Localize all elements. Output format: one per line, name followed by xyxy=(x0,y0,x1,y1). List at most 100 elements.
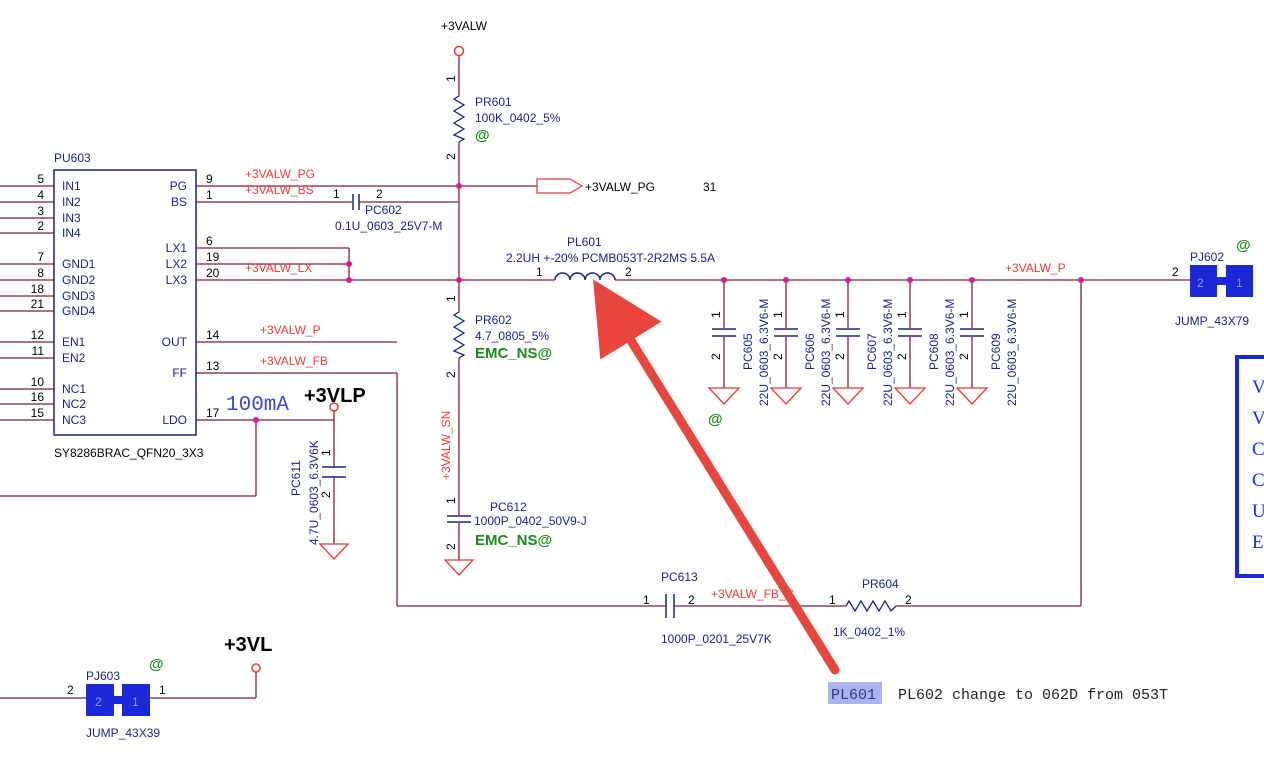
jumper-pj603: 2 1 2 1 PJ603 @ JUMP_43X39 xyxy=(67,656,166,740)
ic-pin-number: 18 xyxy=(31,282,45,296)
box-letter: E xyxy=(1252,532,1264,553)
ic-pin-number: 14 xyxy=(206,328,220,342)
ic-pin-number: 19 xyxy=(206,250,220,264)
ic-pin-number: 5 xyxy=(37,172,44,186)
pc611-ref: PC611 xyxy=(289,460,303,496)
ic-pin-number: 2 xyxy=(37,219,44,233)
pl601-value: 2.2UH +-20% PCMB053T-2R2MS 5.5A xyxy=(506,251,715,265)
ic-pin-number: 11 xyxy=(32,344,45,358)
svg-text:1: 1 xyxy=(132,695,139,709)
net-p-right: +3VALW_P xyxy=(1005,261,1066,275)
ic-pin-name: LX3 xyxy=(166,273,188,287)
ic-pin-name: IN4 xyxy=(62,226,81,240)
svg-text:1: 1 xyxy=(319,449,333,456)
pc611-value: 4.7U_0603_6.3V6K xyxy=(307,440,321,545)
net-fbc: +3VALW_FB_C xyxy=(711,587,795,601)
cap-value: 22U_0603_6.3V6-M xyxy=(819,299,833,406)
pr604-ref: PR604 xyxy=(862,577,899,591)
svg-text:2: 2 xyxy=(319,491,333,498)
svg-text:2: 2 xyxy=(67,683,74,697)
svg-text:1: 1 xyxy=(444,75,458,82)
resistor-pr602: 1 2 PR602 4.7_0805_5% EMC_NS@ xyxy=(444,295,552,378)
power-3valw-label: +3VALW xyxy=(441,19,488,33)
svg-text:2: 2 xyxy=(895,353,909,360)
ground-symbol xyxy=(893,387,927,405)
ground-symbol xyxy=(769,387,803,405)
svg-text:1: 1 xyxy=(333,187,340,201)
ic-pin-name: IN1 xyxy=(62,179,81,193)
svg-text:1: 1 xyxy=(709,311,723,318)
power-3valw: +3VALW xyxy=(441,19,488,57)
ic-pin-name: GND3 xyxy=(62,289,96,303)
ic-pin-number: 3 xyxy=(37,204,44,218)
ic-pin-name: EN2 xyxy=(62,351,86,365)
pj602-value: JUMP_43X79 xyxy=(1175,314,1249,328)
cap-value: 22U_0603_6.3V6-M xyxy=(881,299,895,406)
cap-value: 22U_0603_6.3V6-M xyxy=(943,299,957,406)
pc612-value: 1000P_0402_50V9-J xyxy=(474,514,587,528)
ic-part-number: SY8286BRAC_QFN20_3X3 xyxy=(54,446,204,460)
ic-pin-number: 8 xyxy=(37,266,44,280)
ic-pin-number: 4 xyxy=(37,188,44,202)
svg-text:2: 2 xyxy=(905,593,912,607)
svg-text:1: 1 xyxy=(829,593,836,607)
pc612-tag: EMC_NS@ xyxy=(475,532,552,549)
ground-symbol xyxy=(831,387,865,405)
pc613-ref: PC613 xyxy=(661,570,698,584)
svg-text:2: 2 xyxy=(1172,265,1179,279)
offpage-pg-label: +3VALW_PG xyxy=(585,180,655,194)
pc612-ref: PC612 xyxy=(490,500,527,514)
ic-pin-number: 1 xyxy=(206,188,213,202)
box-letter: C xyxy=(1252,439,1264,460)
ic-pin-number: 17 xyxy=(206,406,220,420)
net-lx: +3VALW_LX xyxy=(245,261,312,275)
svg-text:2: 2 xyxy=(444,153,458,160)
ground-symbol xyxy=(707,387,741,405)
capacitor-pc612: 1 2 PC612 1000P_0402_50V9-J EMC_NS@ xyxy=(443,497,587,576)
ic-pin-name: LX2 xyxy=(166,257,188,271)
offpage-sheet-number: 31 xyxy=(703,180,717,194)
jumper-pj602: 2 1 2 PJ602 @ JUMP_43X79 xyxy=(1172,237,1253,328)
pr602-value: 4.7_0805_5% xyxy=(475,329,549,343)
box-letter: C xyxy=(1252,470,1264,491)
ic-pin-name: GND4 xyxy=(62,304,96,318)
box-letter: V xyxy=(1252,408,1264,429)
junction-dots xyxy=(253,183,1084,423)
ic-pin-name: GND2 xyxy=(62,273,96,287)
box-letter: V xyxy=(1252,377,1264,398)
net-fb: +3VALW_FB xyxy=(260,354,328,368)
capacitor-pc602: 1 2 PC602 0.1U_0603_25V7-M xyxy=(333,187,442,233)
cap-ref: PC607 xyxy=(865,333,879,370)
ic-pin-name: IN2 xyxy=(62,195,81,209)
ic-pin-name: LX1 xyxy=(166,241,188,255)
ic-pin-name: BS xyxy=(171,195,187,209)
pj603-ref: PJ603 xyxy=(86,669,120,683)
svg-text:2: 2 xyxy=(376,187,383,201)
ic-pin-name: FF xyxy=(172,366,187,380)
svg-text:2: 2 xyxy=(625,265,632,279)
svg-text:2: 2 xyxy=(709,353,723,360)
ground-symbol xyxy=(443,559,475,576)
resistor-pr604: 1 2 PR604 1K_0402_1% xyxy=(829,577,912,639)
ic-pin-name: OUT xyxy=(162,335,188,349)
box-letter: U xyxy=(1252,501,1264,522)
net-p: +3VALW_P xyxy=(260,323,321,337)
ic-pin-name: NC1 xyxy=(62,382,86,396)
power-3vlp-label: +3VLP xyxy=(304,385,366,407)
pj602-tag: @ xyxy=(1236,237,1251,254)
ic-pin-name: PG xyxy=(170,179,187,193)
note-text: PL602 change to 062D from 053T xyxy=(898,687,1168,704)
pr602-ref: PR602 xyxy=(475,313,512,327)
pc602-ref: PC602 xyxy=(365,203,402,217)
inductor-pl601: 1 2 PL601 2.2UH +-20% PCMB053T-2R2MS 5.5… xyxy=(506,235,715,281)
cap-ref: PC608 xyxy=(927,333,941,370)
ic-pin-name: NC2 xyxy=(62,397,86,411)
